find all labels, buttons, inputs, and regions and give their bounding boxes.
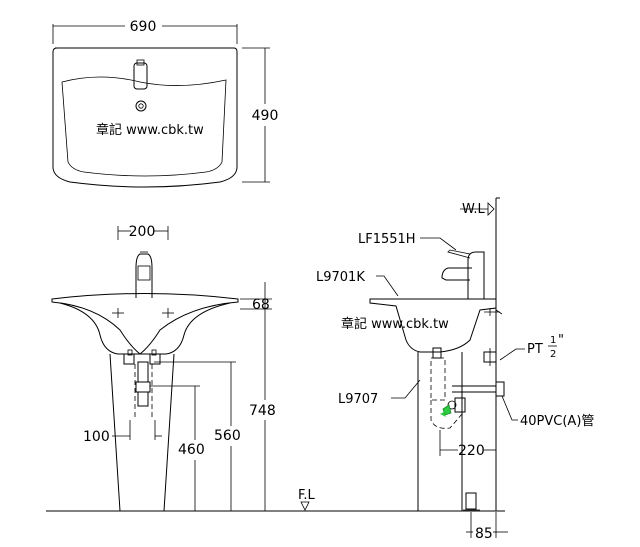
side-trap-assembly [430, 347, 466, 429]
basin-top-outline [52, 47, 238, 188]
dim-supply-spacing-100: 100 [83, 429, 110, 445]
side-supply-valve [483, 348, 497, 366]
svg-text:PT: PT [527, 342, 543, 357]
watermark-side: 章記 www.cbk.tw [341, 316, 449, 332]
dim-bottom-offset-85: 85 [475, 526, 493, 542]
front-basin-rim [51, 293, 239, 355]
top-drain [135, 100, 147, 112]
label-faucet: LF1551H [358, 232, 416, 247]
floor-label: F.L [298, 488, 316, 503]
front-basin-body [59, 302, 231, 355]
side-basin-profile [369, 298, 497, 353]
front-faucet [135, 253, 153, 298]
dim-drain-height-560: 560 [214, 428, 241, 444]
front-tap-hole-right [162, 308, 174, 318]
basin-top-bowl [61, 76, 227, 177]
label-pedestal: L9707 [338, 392, 378, 407]
floor-marker-icon [300, 501, 310, 511]
dim-rim-height-748: 748 [249, 403, 276, 419]
label-drain-pipe: 40PVC(A)管 [520, 414, 594, 429]
front-trap-assembly [123, 349, 161, 420]
svg-text:1: 1 [550, 335, 556, 346]
watermark-top: 章記 www.cbk.tw [96, 122, 204, 138]
dim-rim-68: 68 [252, 297, 270, 313]
dim-supply-height-460: 460 [178, 442, 205, 458]
front-tap-hole-left [112, 308, 124, 318]
dim-faucet-spacing-200: 200 [129, 224, 156, 240]
svg-text:2: 2 [550, 349, 556, 360]
wall-marker-icon [487, 202, 495, 216]
top-faucet [133, 62, 148, 90]
front-view: 200 68 748 560 460 100 [46, 224, 505, 512]
top-faucet-cap [136, 59, 145, 66]
label-supply-pipe: PT 1 2 " [527, 333, 564, 360]
front-pedestal [109, 353, 175, 512]
side-view: W.L [298, 197, 594, 542]
top-view: 690 490 章記 www.cbk.tw [52, 19, 279, 188]
floor-bolt [465, 492, 477, 510]
wall-label: W.L [462, 202, 485, 217]
wall-bracket-icon [484, 308, 503, 316]
label-basin: L9701K [316, 270, 365, 285]
dim-width-690: 690 [130, 19, 157, 35]
side-drain-pipe [452, 385, 496, 393]
dim-drain-offset-220: 220 [458, 443, 485, 459]
dim-depth-490: 490 [252, 108, 279, 124]
side-faucet [467, 251, 485, 300]
svg-text:": " [558, 333, 564, 348]
